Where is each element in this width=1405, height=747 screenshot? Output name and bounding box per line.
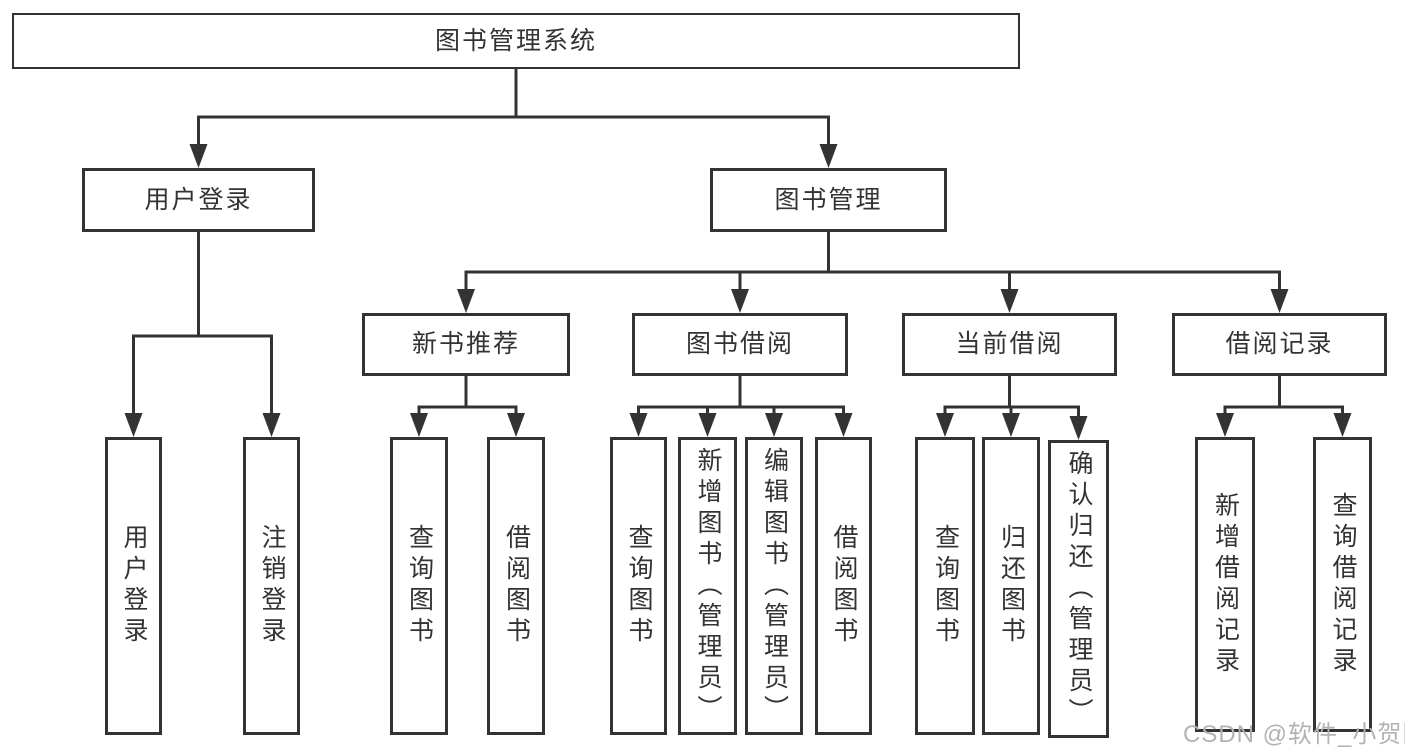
node-bb-add-books-admin: 新增图书（管理员）: [678, 437, 737, 735]
node-label: 用户登录: [144, 185, 253, 214]
node-label: 图书管理系统: [434, 26, 597, 55]
arrowhead-icon: [834, 413, 853, 437]
node-label: 图书管理: [774, 185, 883, 214]
node-label: 查询图书: [625, 524, 653, 648]
node-cb-confirm-return-admin: 确认归还（管理员）: [1048, 440, 1109, 738]
node-label: 查询图书: [931, 524, 960, 648]
node-br-query-record: 查询借阅记录: [1313, 437, 1372, 732]
node-label: 新增借阅记录: [1211, 491, 1240, 678]
node-borrow-records: 借阅记录: [1172, 313, 1387, 376]
arrowhead-icon: [629, 413, 648, 437]
node-label: 新书推荐: [411, 330, 520, 358]
node-leaf-user-login: 用户登录: [105, 437, 162, 735]
node-label: 当前借阅: [955, 330, 1064, 358]
node-bb-query-books: 查询图书: [610, 437, 667, 735]
node-new-book-rec: 新书推荐: [362, 313, 570, 376]
node-label: 归还图书: [997, 524, 1026, 648]
node-label: 新增图书（管理员）: [694, 446, 722, 726]
arrowhead-icon: [1333, 413, 1352, 437]
arrowhead-icon: [1270, 289, 1289, 313]
arrowhead-icon: [507, 413, 525, 437]
node-label: 图书借阅: [685, 330, 794, 358]
arrowhead-icon: [457, 289, 475, 313]
arrowhead-icon: [1000, 289, 1019, 313]
arrowhead-icon: [189, 144, 208, 168]
node-cb-query-books: 查询图书: [915, 437, 975, 735]
watermark: CSDN @软件_小贺同学: [1183, 721, 1405, 747]
node-bb-borrow-books: 借阅图书: [815, 437, 872, 735]
node-current-borrow: 当前借阅: [902, 313, 1117, 376]
node-label: 注销登录: [258, 524, 286, 648]
node-root: 图书管理系统: [12, 13, 1020, 69]
arrowhead-icon: [410, 413, 428, 437]
arrowhead-icon: [1002, 413, 1020, 437]
arrowhead-icon: [698, 413, 717, 437]
node-book-borrow: 图书借阅: [632, 313, 848, 376]
node-cb-return-books: 归还图书: [982, 437, 1040, 735]
node-rec-borrow-books: 借阅图书: [487, 437, 545, 735]
arrowhead-icon: [819, 144, 838, 168]
arrowhead-icon: [731, 289, 749, 313]
node-label: 确认归还（管理员）: [1065, 449, 1093, 729]
arrowhead-icon: [262, 413, 281, 437]
node-label: 查询借阅记录: [1329, 491, 1357, 678]
node-bb-edit-books-admin: 编辑图书（管理员）: [745, 437, 803, 735]
node-label: 查询图书: [405, 524, 434, 648]
arrowhead-icon: [124, 413, 143, 437]
node-book-mgmt: 图书管理: [710, 168, 947, 232]
node-label: 借阅图书: [830, 524, 858, 648]
node-label: 借阅图书: [502, 524, 531, 648]
node-leaf-logout: 注销登录: [243, 437, 300, 735]
arrowhead-icon: [1216, 413, 1234, 437]
node-label: 借阅记录: [1225, 330, 1334, 358]
node-label: 用户登录: [120, 524, 148, 648]
arrowhead-icon: [936, 413, 954, 437]
node-user-login: 用户登录: [82, 168, 315, 232]
arrowhead-icon: [1069, 416, 1088, 440]
node-label: 编辑图书（管理员）: [760, 446, 789, 726]
node-rec-query-books: 查询图书: [390, 437, 448, 735]
arrowhead-icon: [765, 413, 783, 437]
node-br-add-record: 新增借阅记录: [1195, 437, 1255, 732]
